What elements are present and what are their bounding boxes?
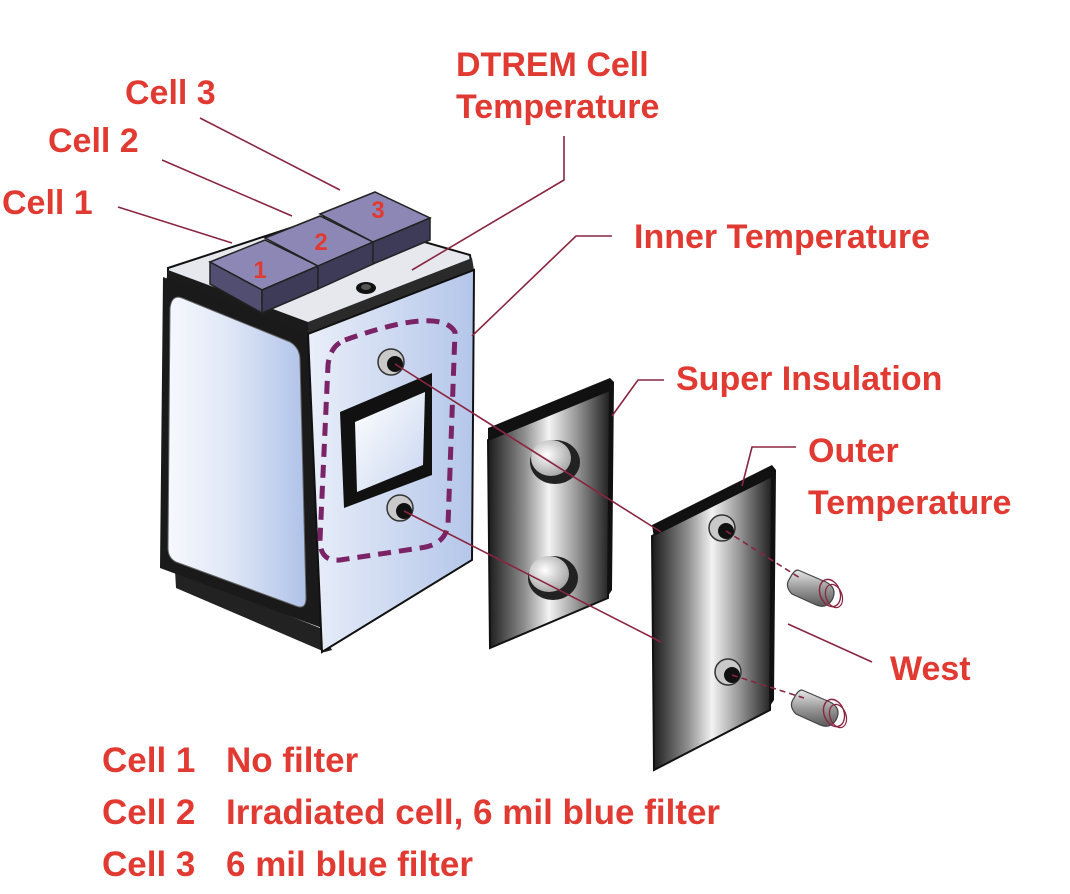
label-dtrem-line1: DTREM Cell — [456, 46, 649, 84]
screw-bottom — [790, 689, 848, 729]
legend: Cell 1 No filter Cell 2 Irradiated cell,… — [102, 741, 720, 884]
housing-lid-rim-front — [166, 270, 308, 336]
inner-sensor-area — [317, 318, 458, 563]
inner-temperature-outline — [317, 318, 458, 563]
legend-desc-1: No filter — [226, 741, 359, 780]
label-inner-temperature: Inner Temperature — [634, 218, 930, 256]
legend-cell-1: Cell 1 — [102, 741, 195, 780]
leader-outer — [741, 446, 796, 487]
label-outer-line2: Temperature — [808, 484, 1011, 522]
cell-block-3: 3 — [318, 191, 432, 266]
leader-inner — [471, 235, 612, 337]
callout-labels: Cell 3 Cell 2 Cell 1 DTREM Cell Temperat… — [2, 46, 1011, 688]
leader-cell1 — [117, 206, 233, 244]
leader-lines — [117, 117, 873, 663]
cell-number-3: 3 — [371, 197, 384, 224]
leader-west — [787, 623, 873, 663]
leader-dtrem — [411, 136, 565, 271]
cell-number-1: 1 — [253, 257, 266, 284]
housing-lid-rim-side — [308, 258, 474, 336]
outer-panel — [650, 465, 776, 772]
housing-front-window — [167, 296, 307, 608]
housing-base — [175, 570, 332, 652]
label-super-insulation: Super Insulation — [676, 360, 942, 398]
label-cell-3: Cell 3 — [125, 74, 216, 112]
cell-number-2: 2 — [314, 229, 327, 256]
legend-cell-3: Cell 3 — [102, 845, 195, 884]
legend-cell-2: Cell 2 — [102, 793, 195, 832]
label-cell-2: Cell 2 — [48, 122, 139, 160]
screw-top — [786, 569, 844, 609]
legend-desc-2: Irradiated cell, 6 mil blue filter — [226, 793, 720, 832]
sensor-window — [355, 392, 425, 492]
legend-desc-3: 6 mil blue filter — [226, 845, 473, 884]
label-dtrem-line2: Temperature — [456, 88, 659, 126]
assembly-lines — [394, 363, 805, 699]
cell-block-1: 1 — [208, 239, 320, 315]
label-west: West — [890, 650, 971, 688]
super-insulation-panel — [486, 378, 614, 650]
leader-super — [611, 379, 664, 417]
label-outer-line1: Outer — [808, 432, 899, 470]
label-cell-1: Cell 1 — [2, 184, 93, 222]
leader-cell2 — [161, 159, 293, 217]
leader-cell3 — [199, 117, 341, 191]
